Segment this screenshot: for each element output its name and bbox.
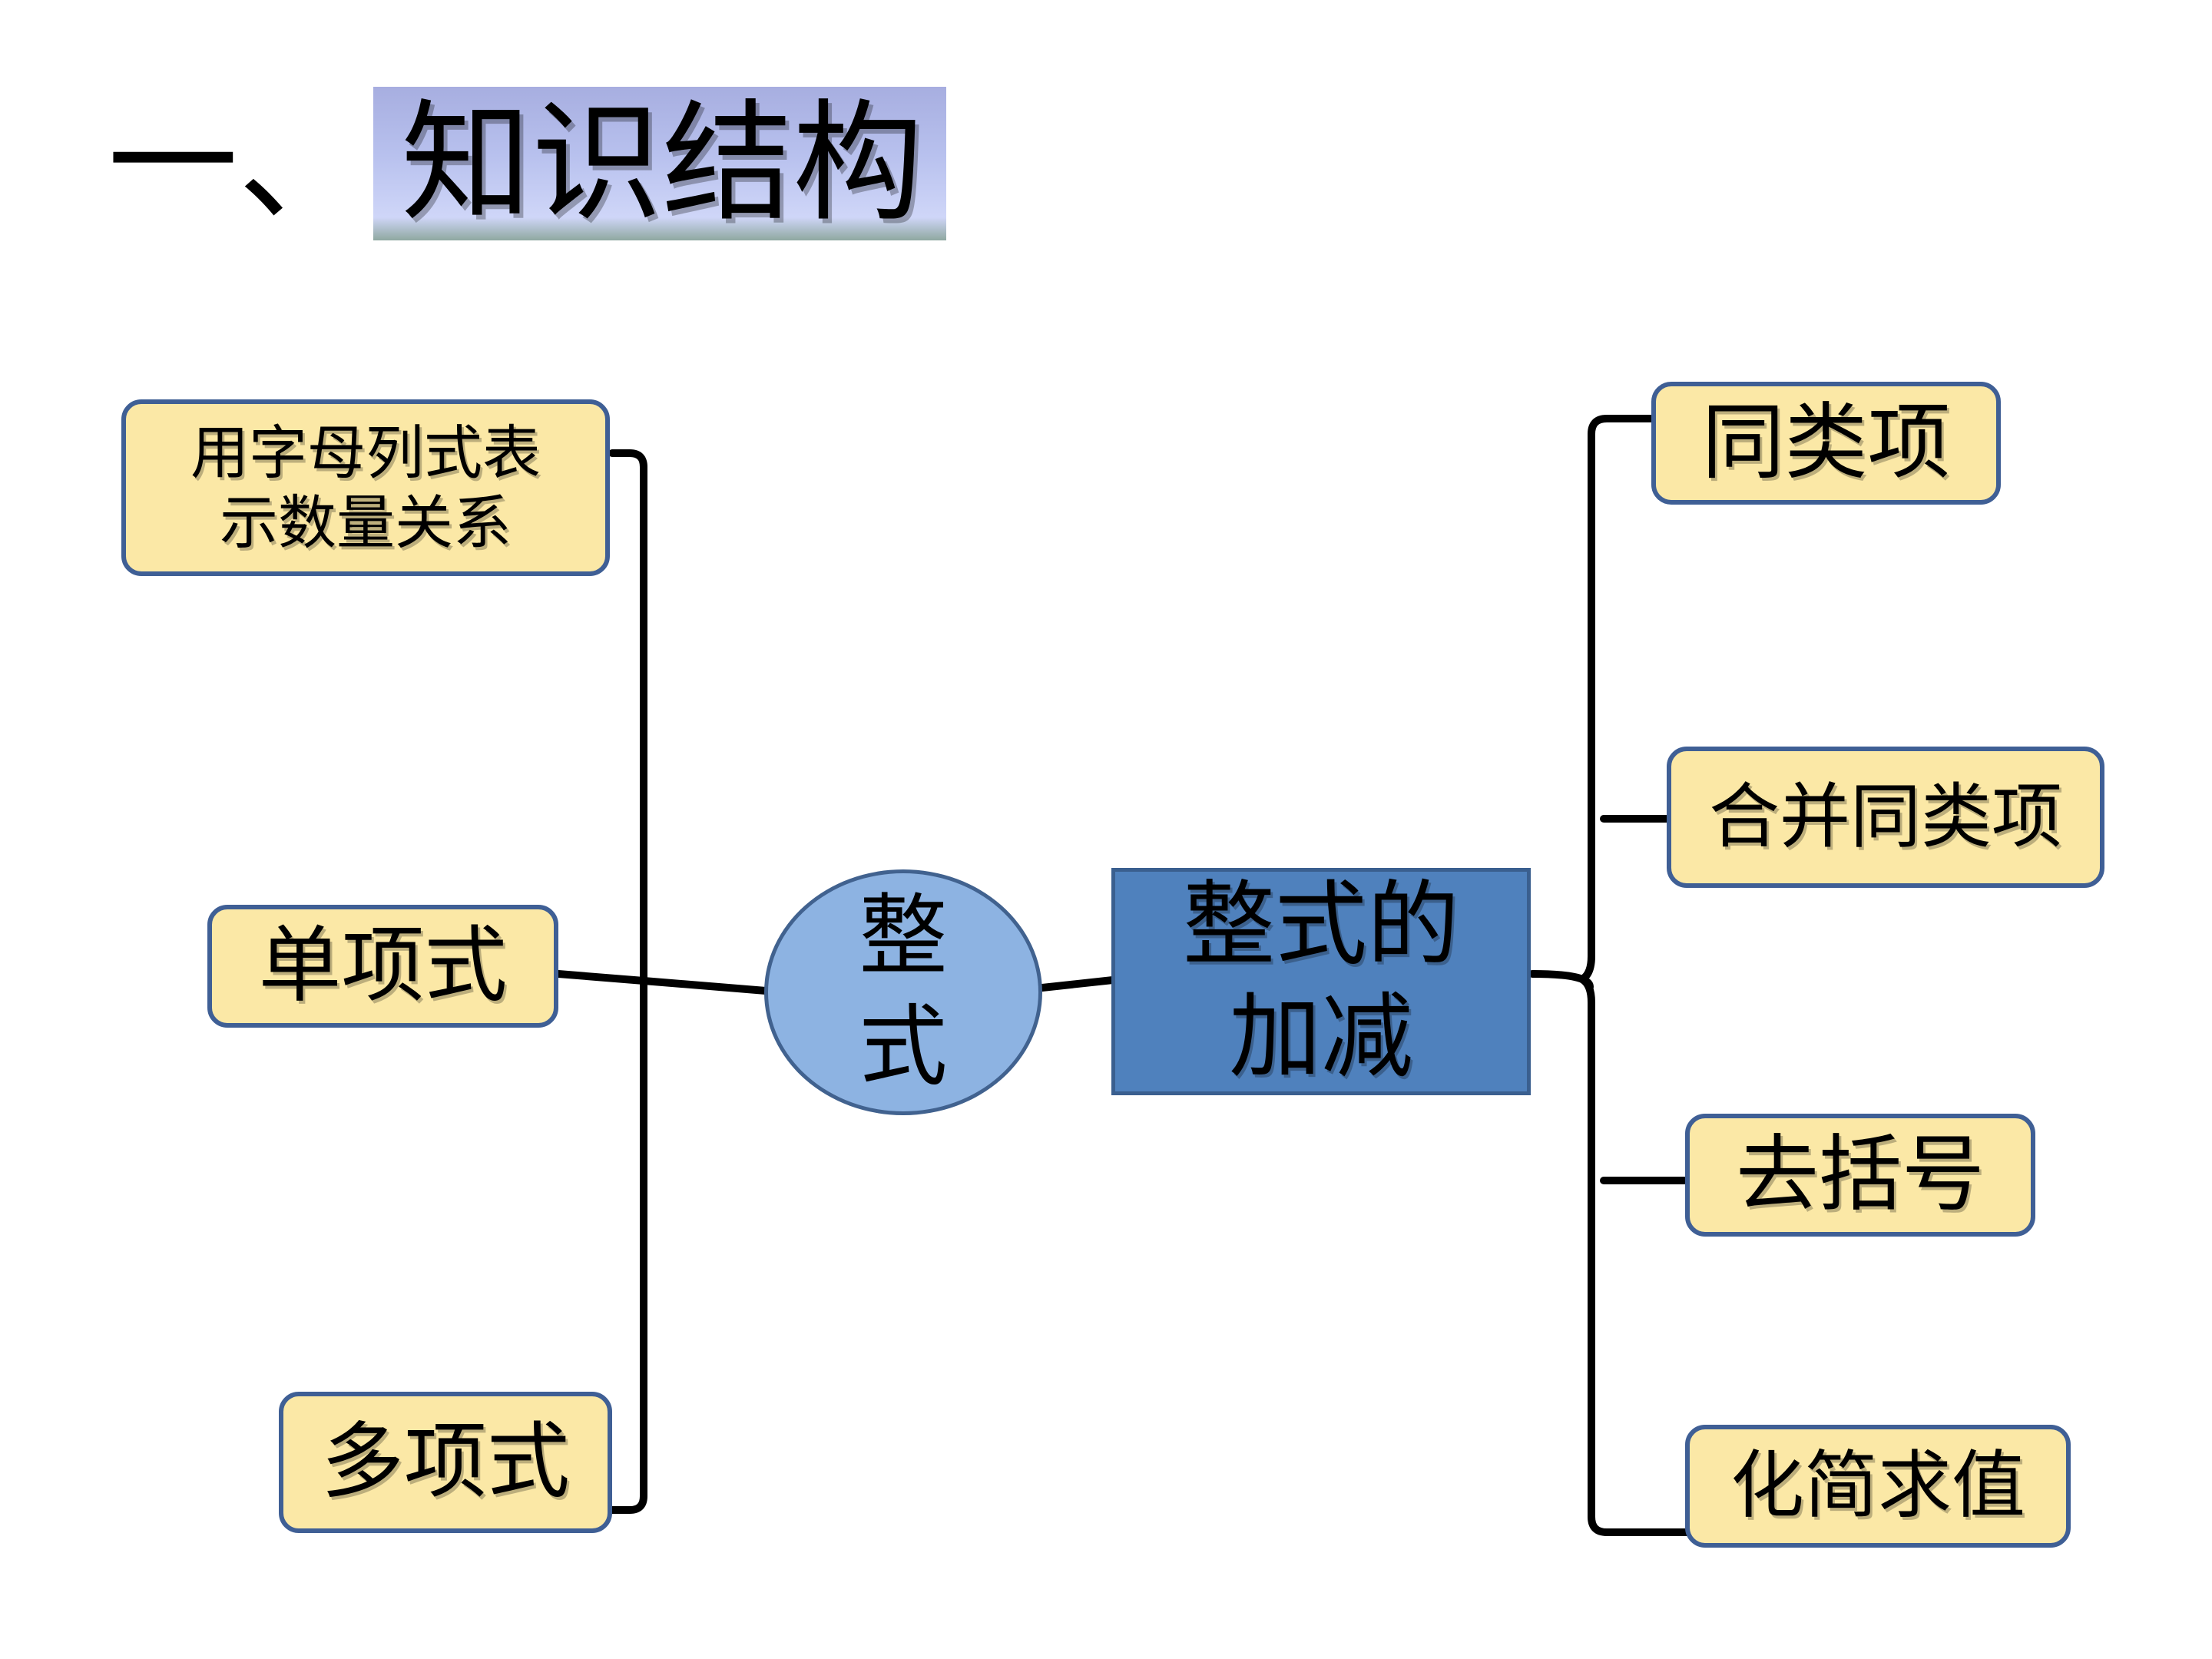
main-node-addition-subtraction: 整式的 加减 <box>1111 868 1531 1095</box>
node-label: 单项式 <box>258 918 508 1015</box>
left-branch-connector <box>555 970 647 985</box>
page-title: 一、 知识结构 <box>108 83 947 244</box>
center-line: 整 <box>859 885 948 988</box>
node-line: 用字母列式表 <box>190 418 541 487</box>
node-polynomial: 多项式 <box>279 1392 612 1533</box>
node-monomial: 单项式 <box>207 905 558 1028</box>
node-label: 同类项 <box>1701 395 1951 492</box>
center-node-polynomial-expressions: 整 式 <box>764 869 1042 1115</box>
node-label: 化简求值 <box>1730 1442 2025 1529</box>
center-main-connector <box>1038 976 1117 992</box>
node-label: 合并同类项 <box>1708 775 2062 858</box>
node-like-terms: 同类项 <box>1651 382 2001 505</box>
node-label: 多项式 <box>320 1414 570 1511</box>
node-label: 去括号 <box>1735 1127 1985 1224</box>
center-line: 式 <box>859 995 948 1098</box>
node-combine-like-terms: 合并同类项 <box>1667 747 2104 888</box>
node-letters-express-quantities: 用字母列式表 示数量关系 <box>121 399 610 576</box>
title-highlight: 知识结构 <box>373 87 947 240</box>
node-remove-brackets: 去括号 <box>1685 1114 2035 1237</box>
main-line: 整式的 <box>1183 871 1459 979</box>
main-line: 加减 <box>1229 984 1413 1091</box>
right-bracket <box>1578 415 1692 1536</box>
title-prefix: 一、 <box>108 88 369 240</box>
left-trunk-connector <box>640 977 770 995</box>
node-simplify-evaluate: 化简求值 <box>1685 1425 2071 1548</box>
node-line: 示数量关系 <box>220 488 512 557</box>
